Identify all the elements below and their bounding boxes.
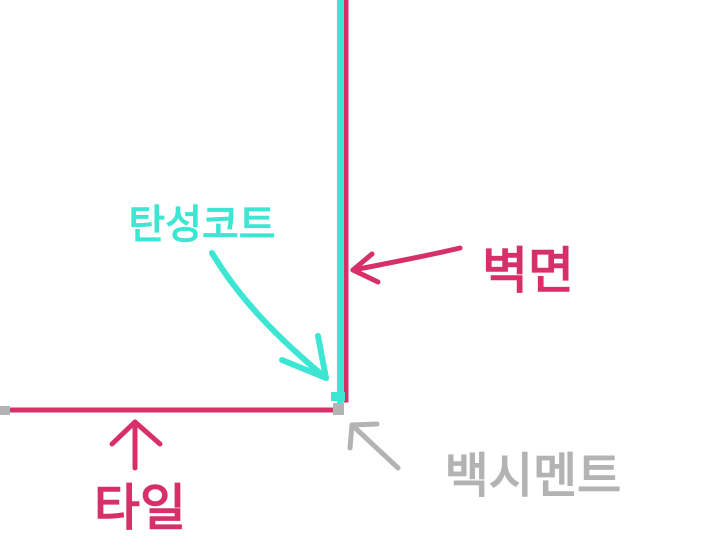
caulk-label: 탄성코트: [128, 202, 275, 248]
wall-arrow: [350, 245, 463, 285]
cement-joint-left: [0, 406, 10, 415]
tile-label: 타일: [94, 479, 186, 537]
tile-arrow: [109, 419, 163, 471]
white-cement-label: 백시멘트: [445, 448, 622, 504]
cement-joint-corner: [333, 403, 344, 415]
caulk-corner-bead: [331, 392, 345, 401]
wall-label: 벽면: [482, 242, 574, 300]
caulk-arrow: [209, 250, 329, 381]
cement-arrow: [347, 421, 401, 471]
